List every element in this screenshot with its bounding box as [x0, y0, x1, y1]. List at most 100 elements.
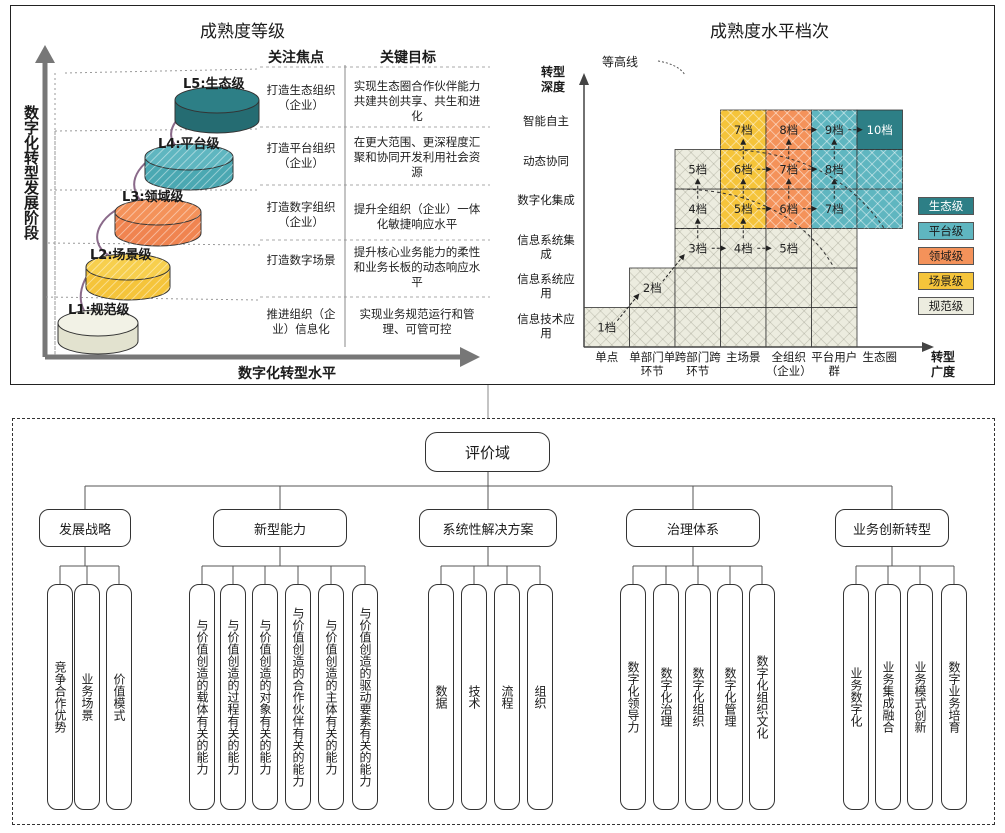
left-diagram-title: 成熟度等级 — [200, 22, 285, 42]
grade-label: 2档 — [643, 281, 662, 295]
cylinder-l5 — [174, 86, 260, 134]
goal-l1: 实现业务规范运行和管理、可管可控 — [359, 307, 475, 336]
sub-item-node: 流程 — [494, 584, 520, 810]
grade-x-axis-arrow — [922, 342, 934, 352]
left-diagram-graphics — [35, 45, 490, 367]
grid-cell-pattern — [720, 268, 766, 308]
left-y-axis-label: 数字化转型发展阶段 — [22, 105, 40, 240]
sub-item-node: 业务模式创新 — [907, 584, 933, 810]
legend-item: 生态级 — [918, 197, 974, 215]
level-label-l5: L5:生态级 — [183, 77, 245, 92]
sub-item-node: 与价值创造的载体有关的能力 — [189, 584, 215, 810]
focus-l3: 打造数字组织（企业） — [266, 200, 336, 229]
sub-item-node: 业务场景 — [74, 584, 100, 810]
level-label-l4: L4:平台级 — [158, 137, 220, 152]
contour-label: 等高线 — [602, 55, 639, 69]
depth-category: 信息系统集成 — [517, 232, 575, 261]
sub-item-node: 数字业务培育 — [941, 584, 967, 810]
sub-item-node: 数字化治理 — [653, 584, 679, 810]
grid-cell-pattern — [857, 149, 903, 189]
grid-cell-pattern — [584, 307, 630, 347]
grade-label: 4档 — [734, 241, 753, 255]
sub-item-node: 与价值创造的主体有关的能力 — [318, 584, 344, 810]
left-x-axis-label: 数字化转型水平 — [238, 366, 336, 382]
goal-header: 关键目标 — [380, 50, 436, 66]
domain-node: 系统性解决方案 — [419, 509, 557, 547]
goal-l3: 提升全组织（企业）一体化敏捷响应水平 — [353, 202, 481, 231]
depth-category: 数字化集成 — [517, 193, 575, 207]
maturity-level-diagram: 成熟度等级 — [10, 5, 510, 385]
grade-label: 7档 — [779, 162, 798, 176]
sub-item-node: 与价值创造的驱动要素有关的能力 — [352, 584, 378, 810]
grade-label: 10档 — [867, 123, 893, 137]
sub-item-node: 数字化领导力 — [620, 584, 646, 810]
focus-l1: 推进组织（企业）信息化 — [266, 307, 336, 336]
domain-node: 业务创新转型 — [835, 509, 949, 547]
sub-item-node: 业务集成融合 — [875, 584, 901, 810]
breadth-category: 单部门单环节 — [629, 350, 676, 378]
grid-cell-pattern — [766, 228, 812, 268]
level-label-l3: L3:领域级 — [122, 190, 184, 205]
contour-lines — [674, 149, 885, 269]
grid-cell-pattern — [766, 307, 812, 347]
breadth-category: 生态圈 — [862, 350, 898, 364]
sub-item-node: 数字化组织 — [685, 584, 711, 810]
breadth-category: 跨部门跨环节 — [674, 350, 721, 378]
goal-l5: 实现生态圈合作伙伴能力共建共创共享、共生和进化 — [353, 79, 481, 123]
grade-label: 1档 — [597, 320, 616, 334]
cylinder-l1 — [57, 309, 139, 355]
grid-cell-pattern — [811, 189, 857, 229]
domain-node: 发展战略 — [39, 509, 131, 547]
grade-label: 7档 — [734, 123, 753, 137]
level-label-l2: L2:场景级 — [90, 248, 152, 263]
grade-label: 7档 — [825, 202, 844, 216]
depth-category: 动态协同 — [523, 153, 569, 168]
sub-item-node: 技术 — [461, 584, 487, 810]
grade-label: 3档 — [688, 241, 707, 255]
grid-cell-pattern — [720, 307, 766, 347]
legend-item: 场景级 — [918, 272, 974, 290]
sub-item-node: 数字化管理 — [717, 584, 743, 810]
left-x-axis-arrow — [460, 347, 480, 367]
evaluation-domain-panel — [12, 418, 995, 825]
grid-cell-pattern — [811, 307, 857, 347]
grade-label: 8档 — [825, 162, 844, 176]
focus-l2: 打造数字场景 — [266, 253, 336, 267]
goal-l2: 提升核心业务能力的柔性和业务长板的动态响应水平 — [353, 245, 481, 289]
grid-cell-pattern — [629, 268, 675, 308]
grade-y-axis-arrow — [579, 73, 589, 85]
sub-item-node: 数据 — [428, 584, 454, 810]
sub-item-node: 数字化组织文化 — [749, 584, 775, 810]
depth-category: 智能自主 — [523, 114, 569, 128]
root-node: 评价域 — [425, 432, 550, 472]
left-y-axis-arrow — [35, 45, 55, 63]
grade-arrow — [662, 254, 685, 282]
grade-label: 6档 — [734, 162, 753, 176]
domain-node: 治理体系 — [626, 509, 760, 547]
focus-header: 关注焦点 — [268, 50, 324, 66]
breadth-category: 全组织（企业） — [765, 350, 812, 378]
breadth-category: 单点 — [595, 350, 619, 364]
sub-item-node: 与价值创造的对象有关的能力 — [252, 584, 278, 810]
grid-cell-pattern — [766, 268, 812, 308]
grid-cell-pattern — [675, 268, 721, 308]
grade-label: 9档 — [825, 123, 844, 137]
legend-item: 领域级 — [918, 247, 974, 265]
sub-item-node: 价值模式 — [106, 584, 132, 810]
level-label-l1: L1:规范级 — [68, 303, 130, 318]
goal-l4: 在更大范围、更深程度汇聚和协同开发利用社会资源 — [353, 135, 481, 179]
grid-cell-eco — [856, 109, 903, 150]
sub-item-node: 竞争合作优势 — [47, 584, 73, 810]
legend-item: 平台级 — [918, 222, 974, 240]
focus-l5: 打造生态组织（企业） — [266, 83, 336, 112]
grade-label: 5档 — [734, 202, 753, 216]
domain-node: 新型能力 — [213, 509, 347, 547]
depth-category: 信息技术应用 — [517, 311, 575, 340]
grid-cell-pattern — [811, 268, 857, 308]
legend-item: 规范级 — [918, 297, 974, 315]
grade-label: 6档 — [779, 202, 798, 216]
focus-l4: 打造平台组织（企业） — [266, 141, 336, 170]
grid-cell-pattern — [675, 307, 721, 347]
breadth-category: 主场景 — [726, 350, 761, 364]
